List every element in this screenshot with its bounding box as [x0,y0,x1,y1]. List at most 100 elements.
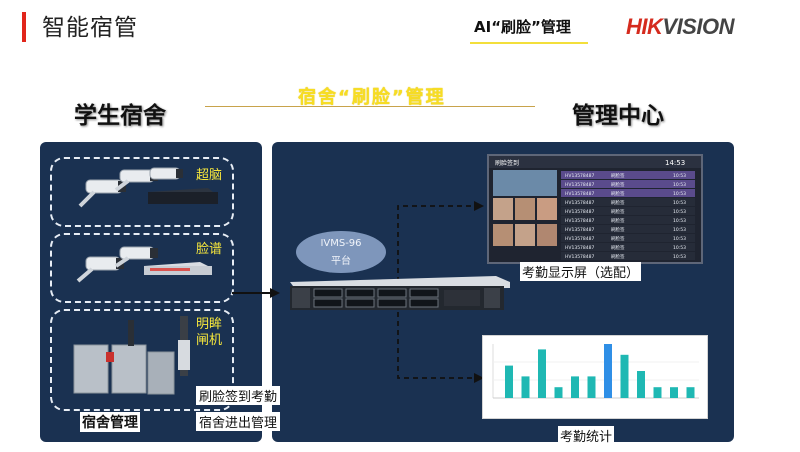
screen-row-time: 10:53 [673,245,686,251]
arrow-to-stats [397,312,484,383]
turnstile-gate-icon [73,316,190,395]
screen-heading: 刷脸签到 [495,159,519,167]
bullet-camera-icon [149,167,183,180]
face-thumbnail [515,224,535,246]
arrow-to-platform [232,288,280,298]
face-library-box [50,233,234,303]
screen-row [561,234,695,242]
nvr-device-icon [148,188,218,204]
screen-row-id: HV13578487 [565,182,595,188]
right-heading: 管理中心 [572,103,664,129]
display-caption: 考勤显示屏（选配） [520,262,642,281]
title-divider [205,106,535,107]
screen-row-status: 刷脸签 [611,253,625,260]
screen-row-status: 刷脸签 [611,226,625,233]
screen-row [561,189,695,197]
screen-row-id: HV13578487 [565,200,595,206]
screen-row [561,243,695,251]
logo-prefix: HIK [626,14,663,39]
super-brain-box [50,157,234,227]
screen-row-id: HV13578487 [565,173,595,179]
subtitle-underline [470,42,588,44]
screen-time: 14:53 [665,159,685,167]
face-library-label: 脸谱 [196,242,223,257]
face-thumbnail [493,224,513,246]
server-icon [290,276,510,310]
screen-row [561,252,695,260]
face-thumbnail [515,198,535,220]
screen-row-id: HV13578487 [565,245,595,251]
live-face-image [493,170,557,196]
screen-row-time: 10:53 [673,182,686,188]
chart-bar [670,387,678,398]
platform-subtitle: 平台 [331,256,351,267]
bullet-camera-icon [76,256,124,283]
chart-bar [620,354,629,398]
screen-row-id: HV13578487 [565,236,595,242]
chart-bar [637,371,645,398]
screen-row-id: HV13578487 [565,209,595,215]
screen-row-status: 刷脸签 [611,208,625,215]
gate-label: 明眸闸机 [196,317,223,348]
diagram-center-title: 宿舍“刷脸”管理 [298,87,446,108]
chart-bar [538,349,546,398]
stats-caption: 考勤统计 [558,426,615,445]
face-thumbnail [493,198,513,220]
chart-bar [604,344,612,398]
hikvision-logo: HIKVISION [626,14,734,40]
face-thumbnail [537,224,557,246]
chart-bar [521,376,530,398]
screen-row-id: HV13578487 [565,191,595,197]
screen-row-time: 10:53 [673,200,686,206]
platform-name: IVMS-96 [320,238,362,249]
screen-row [561,171,695,179]
chart-bar [686,387,695,398]
chart-bar [571,376,579,398]
chart-bar [653,387,662,398]
screen-row-time: 10:53 [673,173,686,179]
screen-row-time: 10:53 [673,191,686,197]
screen-row-status: 刷脸签 [611,244,625,251]
gate-box [50,309,234,411]
screen-row [561,225,695,233]
screen-row-time: 10:53 [673,254,686,260]
bullet-camera-icon [114,246,158,268]
attendance-bar-chart [492,344,699,399]
left-heading: 学生宿舍 [74,103,166,129]
attendance-stats-chart [482,335,708,419]
dorm-management-label: 宿舍管理 [80,412,140,432]
screen-row-status: 刷脸签 [611,181,625,188]
logo-suffix: VISION [662,14,734,39]
screen-row-id: HV13578487 [565,227,595,233]
bullet-camera-icon [78,179,126,208]
screen-row-status: 刷脸签 [611,199,625,206]
super-brain-label: 超脑 [196,168,223,183]
screen-row [561,216,695,224]
platform-cloud [296,231,386,273]
chart-bar [587,376,596,398]
screen-row-id: HV13578487 [565,254,595,260]
note-face-checkin: 刷脸签到考勤 [196,386,281,405]
screen-row-time: 10:53 [673,218,686,224]
screen-row-time: 10:53 [673,209,686,215]
screen-row-time: 10:53 [673,236,686,242]
title-accent-bar [22,12,26,42]
screen-row-time: 10:53 [673,227,686,233]
screen-row-id: HV13578487 [565,218,595,224]
chart-bar [505,365,513,398]
screen-row-status: 刷脸签 [611,172,625,179]
page-subtitle: AI“刷脸”管理 [474,18,571,36]
face-server-icon [144,262,212,275]
screen-row [561,180,695,188]
screen-row [561,207,695,215]
face-thumbnail [537,198,557,220]
chart-bar [554,387,563,398]
screen-row-status: 刷脸签 [611,190,625,197]
screen-row-status: 刷脸签 [611,217,625,224]
note-dorm-access: 宿舍进出管理 [196,412,281,431]
arrow-to-display [397,201,484,282]
screen-row [561,198,695,206]
